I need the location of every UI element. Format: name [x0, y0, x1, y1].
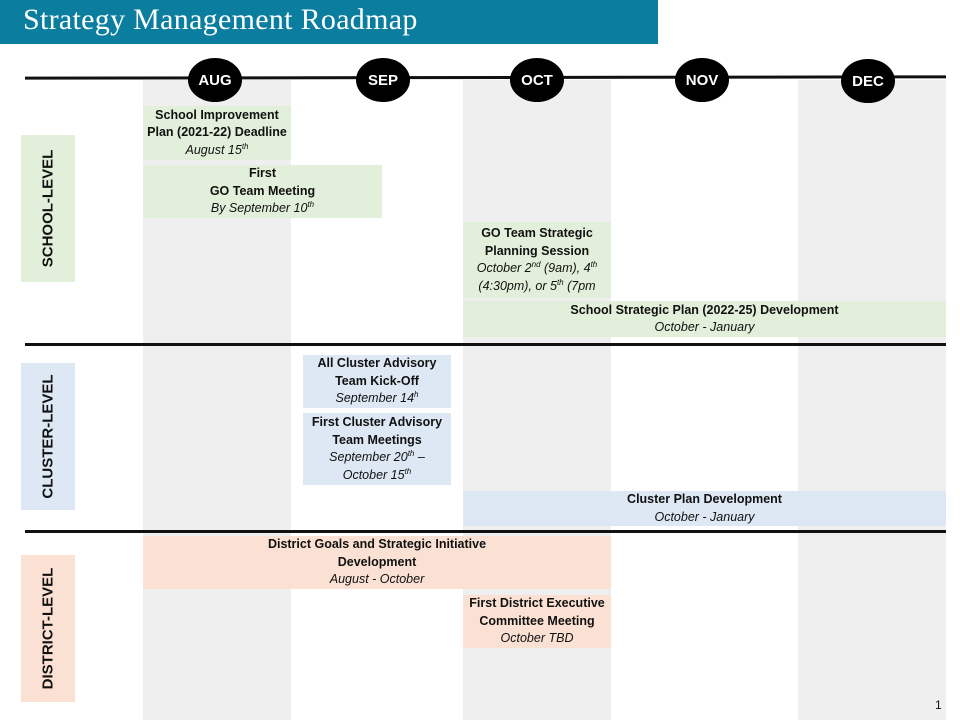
category-cluster-level: CLUSTER-LEVEL [21, 363, 75, 510]
event-date: October TBD [500, 631, 574, 646]
timeline-line [24, 75, 947, 80]
event-title: District Goals and Strategic Initiative [267, 537, 487, 552]
category-school-level: SCHOOL-LEVEL [21, 135, 75, 282]
event-title: Cluster Plan Development [627, 492, 782, 506]
column-stripe-dec [798, 80, 946, 720]
event-date: October - January [654, 320, 755, 334]
category-district-level-label: DISTRICT-LEVEL [39, 567, 57, 690]
event-date: September 14h [335, 390, 419, 406]
month-aug: AUG [188, 58, 242, 102]
event-title: Planning Session [484, 243, 590, 258]
month-oct: OCT [510, 58, 564, 102]
page-number: 1 [935, 698, 942, 712]
event-title: Team Kick-Off [335, 373, 419, 388]
event-title: Development [337, 554, 417, 569]
section-divider-school-cluster [25, 343, 946, 346]
event-title: First District Executive [469, 596, 605, 611]
event-title: School Strategic Plan (2022-25) Developm… [570, 302, 839, 317]
month-dec: DEC [841, 59, 895, 103]
event-title: Team Meetings [332, 432, 422, 447]
event-cluster-plan-development: Cluster Plan Development October - Janua… [463, 491, 946, 526]
event-school-strategic-plan: School Strategic Plan (2022-25) Developm… [463, 301, 946, 337]
event-title: All Cluster Advisory [317, 356, 437, 371]
event-first-go-team-meeting: First GO Team Meeting By September 10th [143, 165, 382, 218]
event-date: August - October [329, 572, 425, 587]
event-date: September 20th – [329, 448, 425, 464]
event-date: October - January [654, 509, 755, 524]
event-date: August 15th [185, 141, 249, 157]
event-first-cluster-meetings: First Cluster Advisory Team Meetings Sep… [303, 413, 451, 485]
event-title: GO Team Meeting [209, 183, 316, 198]
event-title: Plan (2021-22) Deadline [147, 125, 287, 140]
event-date: October 2nd (9am), 4th [476, 259, 598, 275]
event-district-goals: District Goals and Strategic Initiative … [143, 536, 611, 589]
event-title: First [248, 166, 277, 181]
page-title: Strategy Management Roadmap [0, 0, 658, 44]
event-title: School Improvement [155, 107, 279, 122]
category-school-level-label: SCHOOL-LEVEL [39, 149, 57, 268]
event-district-executive-meeting: First District Executive Committee Meeti… [463, 595, 611, 648]
month-sep: SEP [356, 58, 410, 102]
category-district-level: DISTRICT-LEVEL [21, 555, 75, 702]
event-cluster-kickoff: All Cluster Advisory Team Kick-Off Septe… [303, 355, 451, 408]
event-title: First Cluster Advisory [311, 415, 443, 429]
event-date: October 15th [342, 466, 412, 482]
event-date: (4:30pm), or 5th (7pm [478, 277, 596, 293]
event-title: GO Team Strategic [481, 226, 593, 240]
event-go-team-strategic-planning: GO Team Strategic Planning Session Octob… [463, 222, 611, 298]
month-nov: NOV [675, 58, 729, 102]
event-school-improvement-plan: School Improvement Plan (2021-22) Deadli… [143, 106, 291, 160]
category-cluster-level-label: CLUSTER-LEVEL [39, 374, 57, 499]
event-date: By September 10th [210, 200, 315, 216]
section-divider-cluster-district [25, 530, 946, 533]
event-title: Committee Meeting [479, 613, 595, 628]
